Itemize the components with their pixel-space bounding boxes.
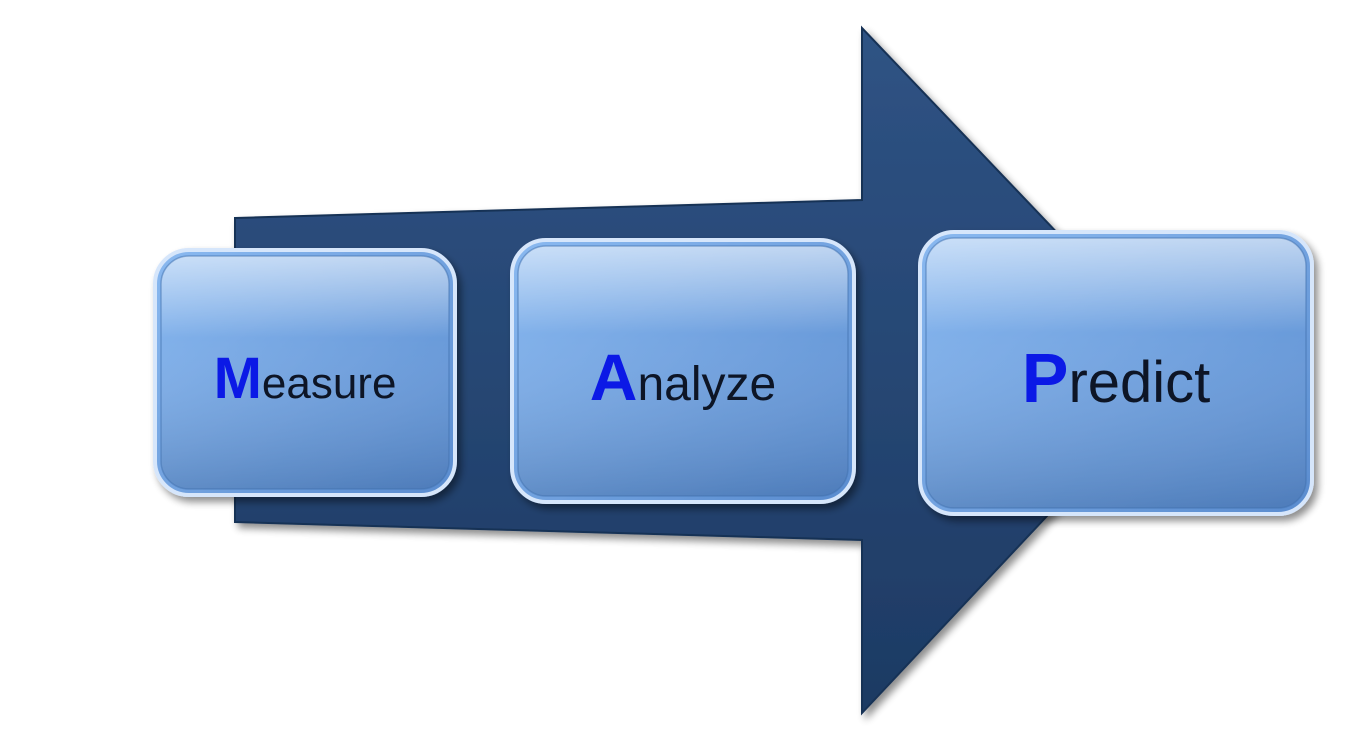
step-rest: redict: [1068, 350, 1210, 415]
step-initial: M: [214, 346, 262, 411]
step-label-analyze: Analyze: [590, 340, 776, 414]
step-box-bevel: [160, 255, 450, 490]
step-box-bevel: [925, 237, 1307, 509]
step-box-measure: Measure: [153, 248, 457, 497]
step-rest: nalyze: [637, 358, 776, 411]
step-box-bevel: [517, 245, 849, 497]
step-rest: easure: [262, 359, 397, 408]
step-initial: A: [590, 340, 638, 414]
step-box-analyze: Analyze: [510, 238, 856, 504]
step-label-measure: Measure: [214, 346, 397, 411]
step-initial: P: [1022, 339, 1069, 417]
step-box-predict: Predict: [918, 230, 1314, 516]
step-label-predict: Predict: [1022, 339, 1211, 417]
